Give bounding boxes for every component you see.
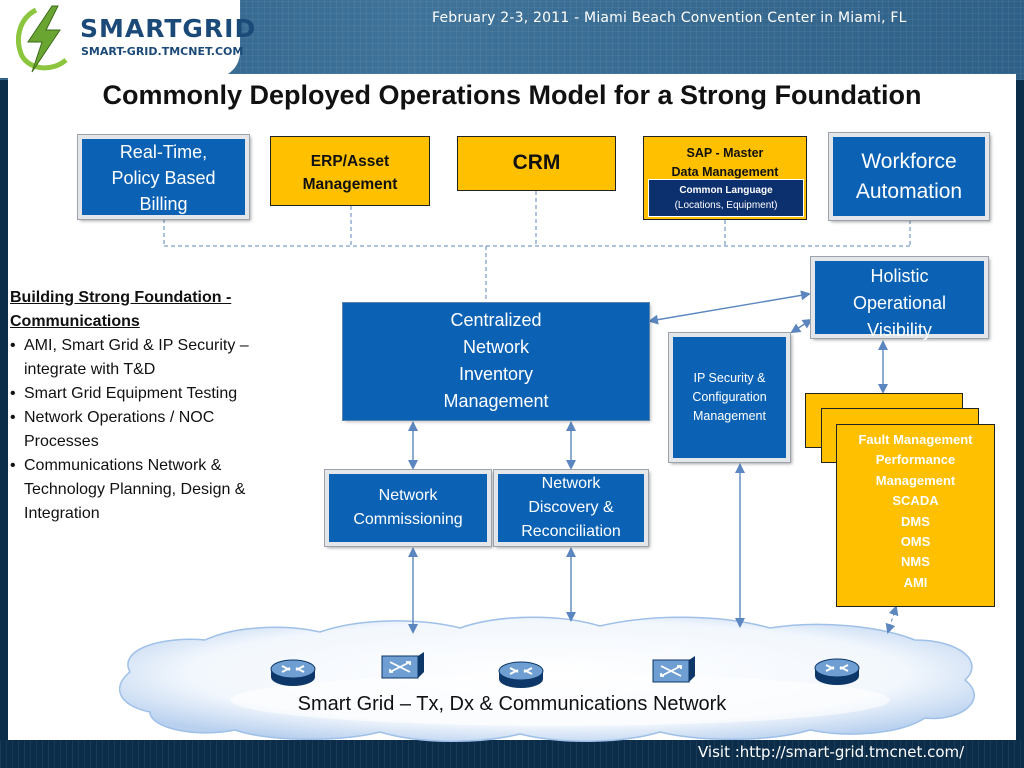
- foundation-bullet: AMI, Smart Grid & IP Security – integrat…: [10, 334, 300, 382]
- slide-title: Commonly Deployed Operations Model for a…: [102, 80, 922, 110]
- network-discovery-box: Network Discovery & Reconciliation: [494, 470, 648, 546]
- logo-url: SMART-GRID.TMCNET.COM: [81, 45, 244, 58]
- stack-line: Performance: [875, 452, 956, 468]
- foundation-bullet: Network Operations / NOC Processes: [10, 406, 300, 454]
- footer-texture: [0, 740, 1024, 768]
- stack-line: DMS: [901, 513, 930, 529]
- stack-line: SCADA: [892, 493, 939, 509]
- erp-asset-box: ERP/Asset Management: [270, 136, 430, 206]
- network-commissioning-box: Network Commissioning: [325, 470, 491, 546]
- footer-bar: [0, 740, 1024, 768]
- router-icon: [814, 658, 860, 685]
- ip-security-box: IP Security & Configuration Management: [669, 333, 790, 462]
- stack-line: NMS: [901, 554, 930, 570]
- stack-line: Management: [875, 472, 956, 488]
- foundation-heading: Building Strong Foundation - Communicati…: [10, 289, 232, 330]
- stack-line: OMS: [900, 534, 931, 550]
- common-language-subtitle: (Locations, Equipment): [674, 200, 778, 211]
- operational-visibility-box: Holistic Operational Visibility: [811, 257, 988, 340]
- stack-line: AMI: [903, 574, 928, 590]
- crm-box: CRM: [457, 136, 616, 191]
- logo-wordmark: SMARTGRID: [80, 14, 257, 43]
- router-icon: [498, 661, 544, 688]
- lightning-bolt-icon: [16, 5, 68, 73]
- router-icon: [270, 659, 316, 686]
- common-language-box: Common Language (Locations, Equipment): [648, 179, 804, 217]
- foundation-bullet: Communications Network & Technology Plan…: [10, 454, 300, 526]
- billing-box: Real-Time, Policy Based Billing: [78, 135, 249, 219]
- switch-icon: [381, 652, 424, 679]
- stack-line: Fault Management: [858, 432, 973, 447]
- fault-management-stack: Fault Management Performance Management …: [836, 424, 995, 607]
- foundation-panel: Building Strong Foundation - Communicati…: [10, 286, 300, 526]
- event-info: February 2-3, 2011 - Miami Beach Convent…: [432, 10, 907, 26]
- inventory-management-box: Centralized Network Inventory Management: [343, 303, 649, 420]
- network-label: Smart Grid – Tx, Dx & Communications Net…: [297, 693, 727, 715]
- common-language-title: Common Language: [679, 185, 773, 196]
- foundation-bullet: Smart Grid Equipment Testing: [10, 382, 300, 406]
- footer-url[interactable]: Visit :http://smart-grid.tmcnet.com/: [698, 743, 965, 761]
- workforce-automation-box: Workforce Automation: [829, 133, 989, 220]
- switch-icon: [652, 656, 695, 683]
